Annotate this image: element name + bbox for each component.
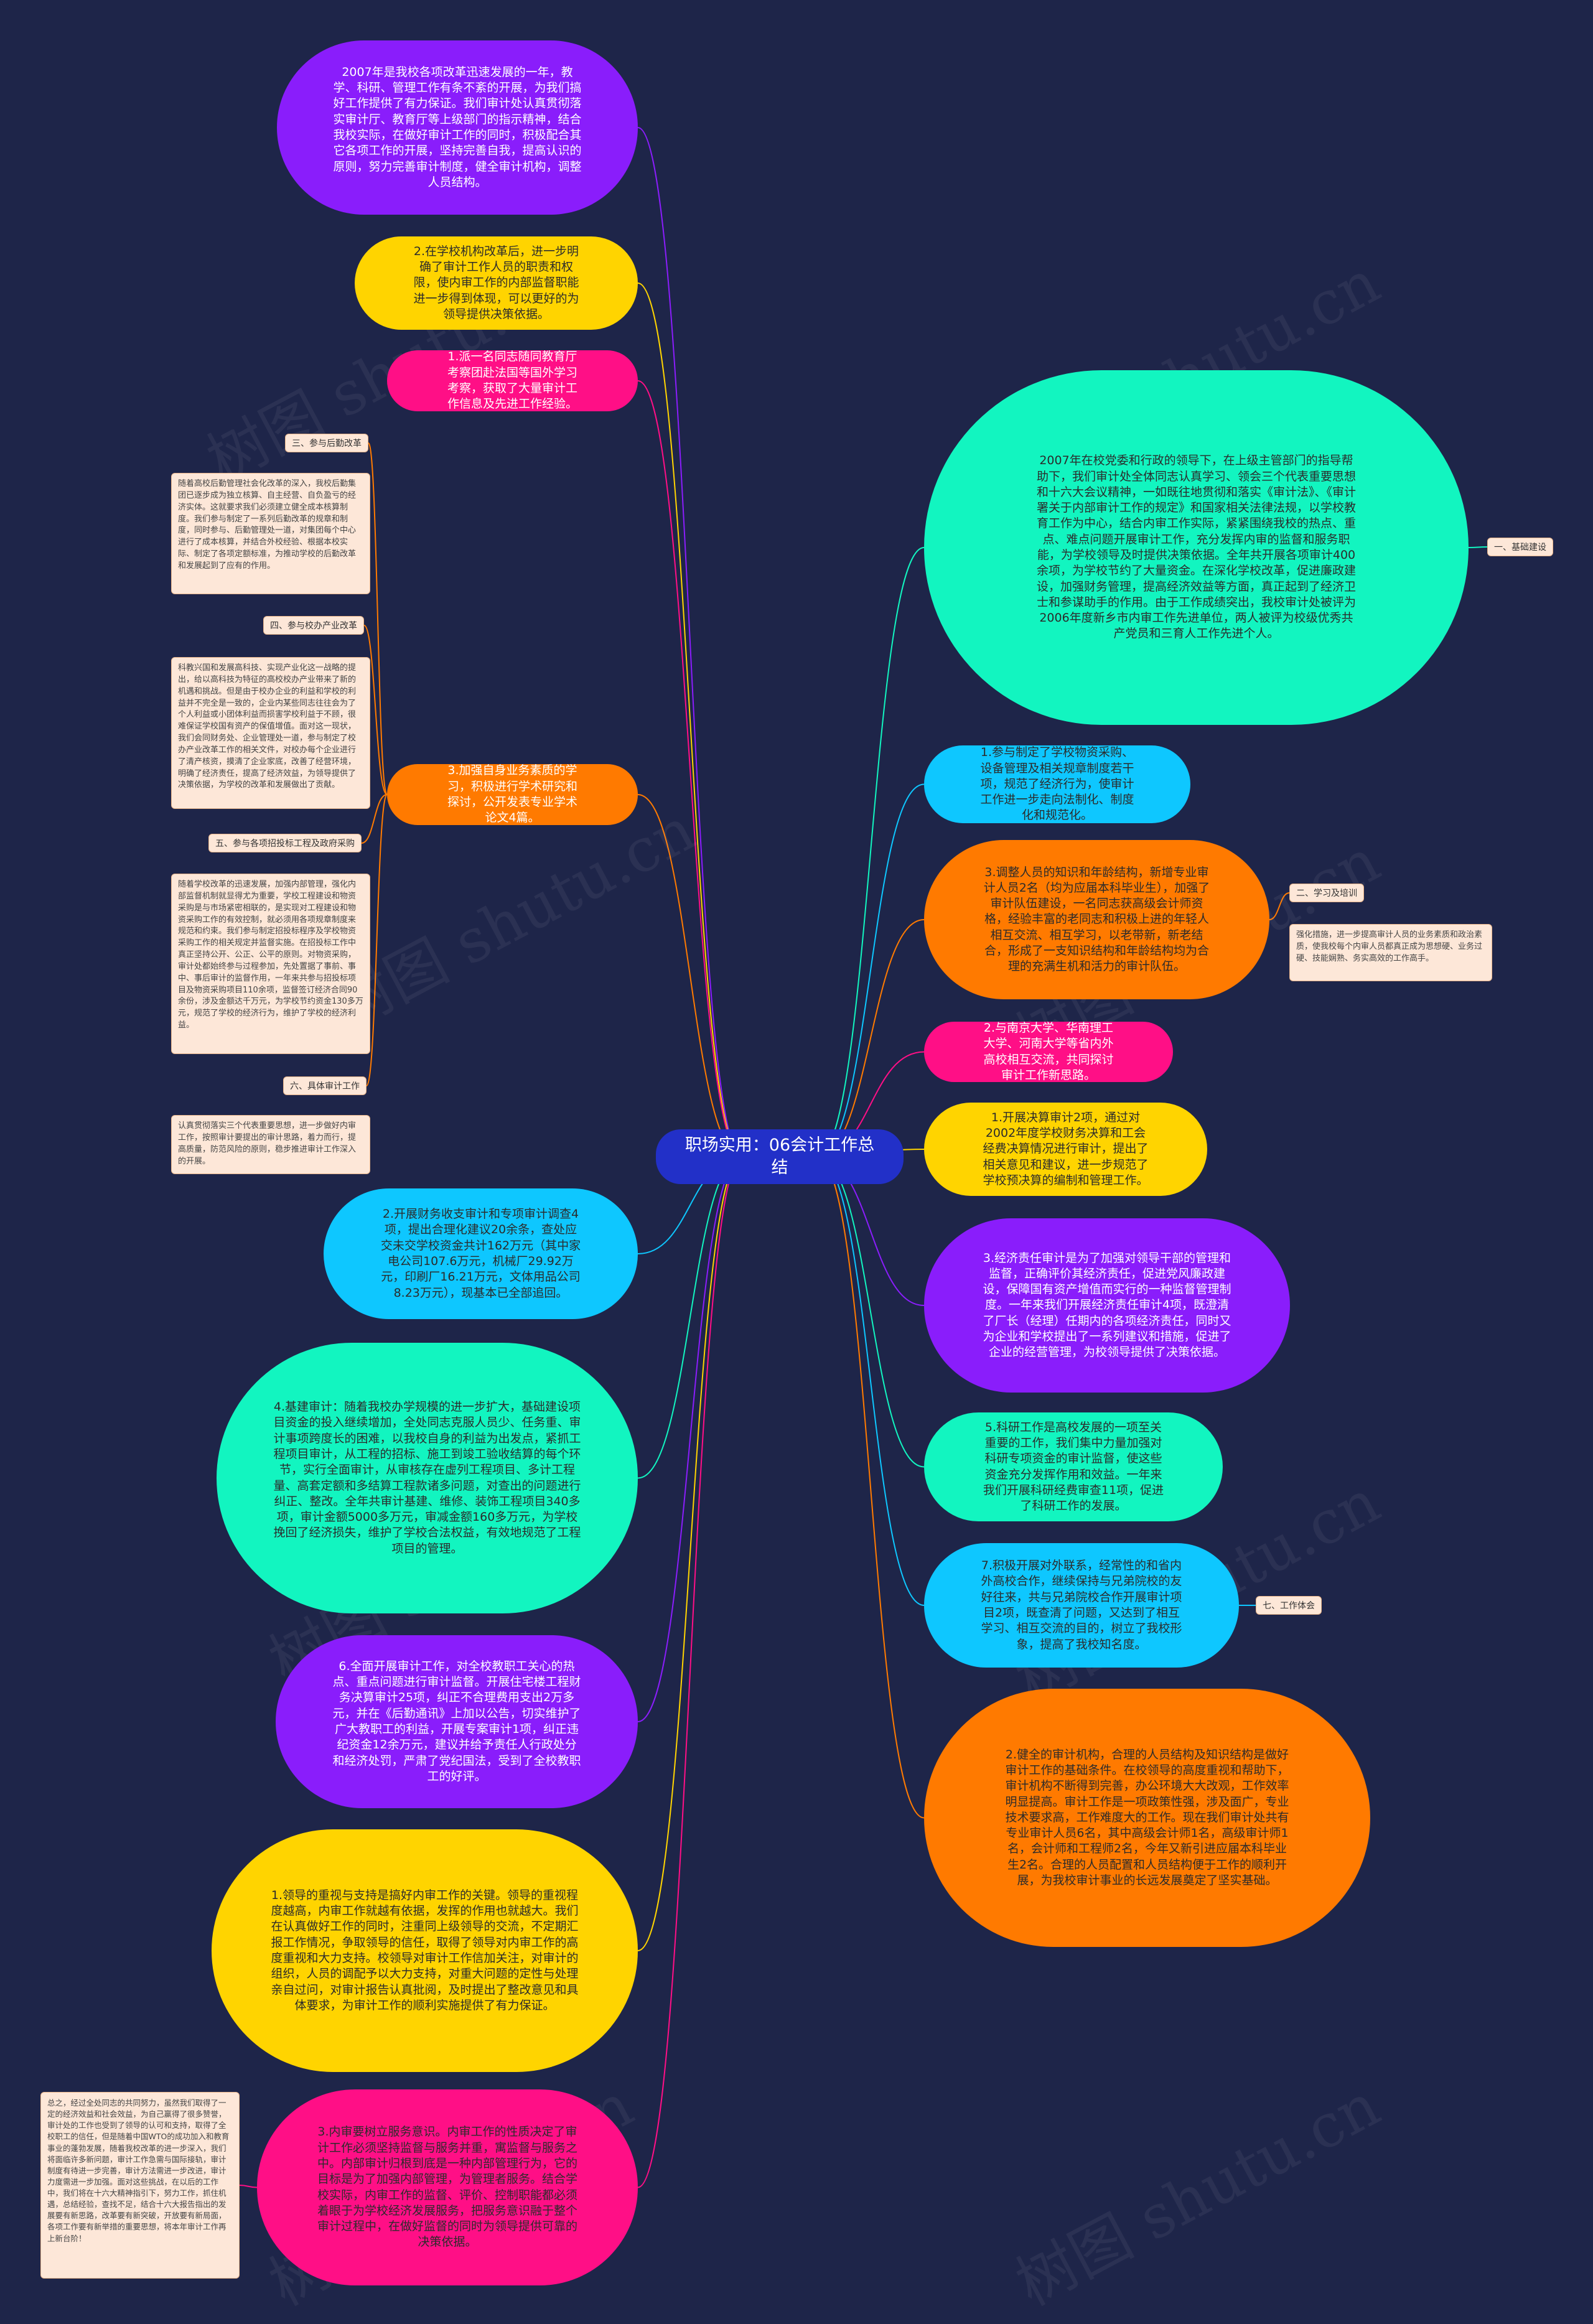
sub-connector-line [239, 2185, 258, 2188]
connector-line [816, 783, 925, 1157]
topic-node-annual-summary[interactable]: 2007年在校党委和行政的领导下，在上级主管部门的指导帮助下，我们审计处全体同志… [924, 370, 1469, 725]
connector-line [637, 794, 743, 1157]
connector-line [637, 127, 743, 1157]
topic-node-professional-learning[interactable]: 3.加强自身业务素质的学习，积极进行学术研究和探讨，公开发表专业学术论文4篇。 [387, 763, 638, 825]
sub-connector-line [368, 442, 388, 795]
node-text: 1.领导的重视与支持是搞好内审工作的关键。领导的重视程度越高，内审工作就越有依据… [271, 1888, 579, 2012]
node-text: 1.参与制定了学校物资采购、设备管理及相关规章制度若干项，规范了经济行为，使审计… [980, 745, 1134, 823]
topic-node-hotspot-audit[interactable]: 6.全面开展审计工作，对全校教职工关心的热点、重点问题进行审计监督。开展住宅楼工… [276, 1635, 638, 1808]
node-text: 2007年在校党委和行政的领导下，在上级主管部门的指导帮助下，我们审计处全体同志… [1036, 454, 1356, 641]
tag-specific-audit-work[interactable]: 六、具体审计工作 [283, 1076, 367, 1095]
topic-node-economic-responsibility[interactable]: 3.经济责任审计是为了加强对领导干部的管理和监督，正确评价其经济责任，促进党风廉… [924, 1218, 1290, 1393]
topic-node-construction-audit[interactable]: 4.基建审计：随着我校办学规模的进一步扩大，基础建设项目资金的投入继续增加，全处… [217, 1343, 638, 1613]
node-text: 5.科研工作是高校发展的一项至关重要的工作，我们集中力量加强对科研专项资金的审计… [983, 1420, 1164, 1513]
tag-bidding-procurement[interactable]: 五、参与各项招投标工程及政府采购 [208, 834, 362, 852]
node-text: 4.基建审计：随着我校办学规模的进一步扩大，基础建设项目资金的投入继续增加，全处… [273, 1400, 581, 1556]
sub-connector-line [366, 794, 388, 1086]
note-learning-training: 强化措施，进一步提高审计人员的业务素质和政治素质，使我校每个内审人员都真正成为思… [1289, 924, 1492, 981]
connector-line [637, 1156, 743, 1951]
node-text: 2.与南京大学、华南理工大学、河南大学等省内外高校相互交流，共同探讨审计工作新思… [983, 1020, 1114, 1082]
topic-node-staff-structure[interactable]: 3.调整人员的知识和年龄结构，新增专业审计人员2名（均为应届本科毕业生），加强了… [924, 840, 1269, 999]
tag-learning-training[interactable]: 二、学习及培训 [1289, 884, 1364, 902]
connector-line [637, 1156, 743, 1722]
topic-node-audit-organization[interactable]: 2.健全的审计机构，合理的人员结构及知识结构是做好审计工作的基础条件。在校领导的… [924, 1689, 1370, 1947]
topic-node-external-cooperation[interactable]: 7.积极开展对外联系，经常性的和省内外高校合作，继续保持与兄弟院校的友好往来，共… [924, 1543, 1239, 1668]
node-text: 2007年是我校各项改革迅速发展的一年，教学、科研、管理工作有条不紊的开展，为我… [333, 65, 582, 189]
topic-node-institutional-reform[interactable]: 2.在学校机构改革后，进一步明确了审计工作人员的职责和权限，使内审工作的内部监督… [355, 236, 638, 330]
connector-line [637, 282, 743, 1157]
sub-connector-line [1468, 546, 1488, 548]
connector-line [816, 1156, 925, 1468]
note-conclusion: 总之，经过全处同志的共同努力，虽然我们取得了一定的经济效益和社会效益，为自己赢得… [40, 2092, 240, 2279]
root-topic[interactable]: 职场实用：06会计工作总结 [656, 1129, 904, 1184]
topic-node-research-funds[interactable]: 5.科研工作是高校发展的一项至关重要的工作，我们集中力量加强对科研专项资金的审计… [924, 1412, 1223, 1521]
node-text: 1.开展决算审计2项，通过对2002年度学校财务决算和工会经费决算情况进行审计，… [983, 1110, 1149, 1187]
tag-infrastructure[interactable]: 一、基础建设 [1487, 538, 1553, 556]
node-text: 3.内审要树立服务意识。内审工作的性质决定了审计工作必须坚持监督与服务并重，寓监… [317, 2125, 577, 2249]
node-text: 3.调整人员的知识和年龄结构，新增专业审计人员2名（均为应届本科毕业生），加强了… [983, 865, 1210, 974]
root-title: 职场实用：06会计工作总结 [684, 1135, 875, 1177]
topic-node-leadership-support[interactable]: 1.领导的重视与支持是搞好内审工作的关键。领导的重视程度越高，内审工作就越有依据… [212, 1829, 638, 2072]
topic-node-overseas-study[interactable]: 1.派一名同志随同教育厅考察团赴法国等国外学习考察，获取了大量审计工作信息及先进… [387, 350, 638, 411]
sub-connector-line [361, 794, 388, 844]
connector-line [816, 547, 925, 1157]
topic-node-final-accounts[interactable]: 1.开展决算审计2项，通过对2002年度学校财务决算和工会经费决算情况进行审计，… [924, 1103, 1207, 1196]
node-text: 3.加强自身业务素质的学习，积极进行学术研究和探讨，公开发表专业学术论文4篇。 [447, 763, 577, 825]
tag-logistics-reform[interactable]: 三、参与后勤改革 [285, 434, 368, 452]
topic-node-service-awareness[interactable]: 3.内审要树立服务意识。内审工作的性质决定了审计工作必须坚持监督与服务并重，寓监… [257, 2089, 638, 2285]
connector-line [816, 919, 925, 1157]
note-logistics-reform: 随着高校后勤管理社会化改革的深入，我校后勤集团已逐步成为独立核算、自主经营、自负… [171, 473, 370, 594]
connector-line [816, 1156, 925, 1606]
connector-line [637, 1156, 743, 2188]
node-text: 6.全面开展审计工作，对全校教职工关心的热点、重点问题进行审计监督。开展住宅楼工… [332, 1659, 581, 1783]
topic-node-financial-audit[interactable]: 2.开展财务收支审计和专项审计调查4项，提出合理化建议20余条，查处应交未交学校… [324, 1188, 638, 1319]
topic-node-university-exchange[interactable]: 2.与南京大学、华南理工大学、河南大学等省内外高校相互交流，共同探讨审计工作新思… [924, 1020, 1173, 1082]
node-text: 1.派一名同志随同教育厅考察团赴法国等国外学习考察，获取了大量审计工作信息及先进… [447, 350, 577, 411]
node-text: 2.开展财务收支审计和专项审计调查4项，提出合理化建议20余条，查处应交未交学校… [380, 1207, 581, 1300]
note-specific-audit-work: 认真贯彻落实三个代表重要思想，进一步做好内审工作，按照审计要提出的审计思路，着力… [171, 1115, 370, 1174]
sub-connector-line [1269, 892, 1290, 920]
sub-connector-line [363, 625, 388, 795]
tag-work-experience[interactable]: 七、工作体会 [1256, 1596, 1322, 1615]
node-text: 2.在学校机构改革后，进一步明确了审计工作人员的职责和权限，使内审工作的内部监督… [413, 244, 579, 321]
topic-node-regulations[interactable]: 1.参与制定了学校物资采购、设备管理及相关规章制度若干项，规范了经济行为，使审计… [924, 745, 1190, 823]
node-text: 7.积极开展对外联系，经常性的和省内外高校合作，继续保持与兄弟院校的友好往来，共… [981, 1559, 1182, 1651]
connector-line [637, 380, 743, 1157]
note-bidding-procurement: 随着学校改革的迅速发展，加强内部管理，强化内部监督机制就显得尤为重要，学校工程建… [171, 874, 370, 1054]
note-school-industry-reform: 科教兴国和发展高科技、实现产业化这一战略的提出，给以高科技为特征的高校校办产业带… [171, 657, 370, 809]
tag-school-industry-reform[interactable]: 四、参与校办产业改革 [263, 616, 364, 635]
topic-node-2007-overview[interactable]: 2007年是我校各项改革迅速发展的一年，教学、科研、管理工作有条不紊的开展，为我… [277, 40, 638, 215]
connector-line [816, 1156, 925, 1819]
node-text: 3.经济责任审计是为了加强对领导干部的管理和监督，正确评价其经济责任，促进党风廉… [983, 1251, 1231, 1360]
node-text: 2.健全的审计机构，合理的人员结构及知识结构是做好审计工作的基础条件。在校领导的… [1005, 1747, 1289, 1887]
